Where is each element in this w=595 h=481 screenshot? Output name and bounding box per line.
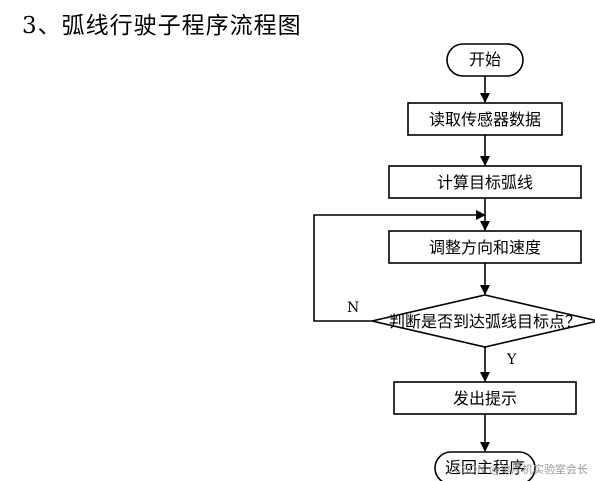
- watermark: CSDN @单片机实验室会长: [454, 462, 588, 476]
- page-title: 3、弧线行驶子程序流程图: [22, 13, 302, 39]
- yes-branch-label: Y: [506, 352, 517, 368]
- decision-label: 判断是否到达弧线目标点？: [389, 312, 581, 331]
- end-node-label: 返回主程序: [445, 458, 525, 477]
- read-sensor-node: 读取传感器数据: [407, 102, 563, 136]
- start-node-label: 开始: [469, 50, 501, 69]
- start-node: 开始: [446, 43, 524, 77]
- no-branch-label: N: [347, 300, 359, 316]
- compute-arc-node: 计算目标弧线: [388, 165, 582, 199]
- edge-no-loop: [313, 210, 486, 322]
- prompt-node: 发出提示: [393, 381, 577, 415]
- adjust-label: 调整方向和速度: [429, 238, 541, 257]
- prompt-label: 发出提示: [453, 389, 517, 408]
- adjust-node: 调整方向和速度: [388, 230, 582, 264]
- compute-arc-label: 计算目标弧线: [437, 173, 533, 192]
- end-node: 返回主程序: [434, 451, 536, 481]
- decision-node: 判断是否到达弧线目标点？: [371, 294, 595, 348]
- read-sensor-label: 读取传感器数据: [429, 110, 541, 129]
